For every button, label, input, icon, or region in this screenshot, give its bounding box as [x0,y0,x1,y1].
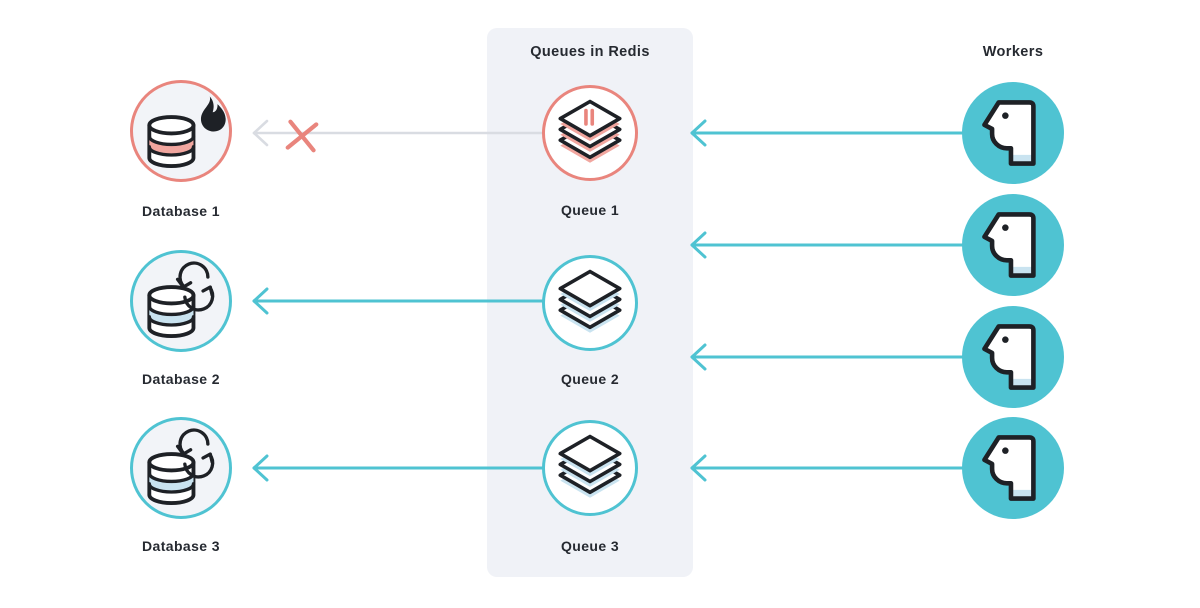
arrow-worker3-to-queues [690,343,964,371]
worker-4-node [962,417,1064,519]
database-fire-icon [147,96,226,168]
queue-3-label: Queue 3 [560,538,620,554]
worker-3-node [962,306,1064,408]
queue-1-label: Queue 1 [560,202,620,218]
sync-arrows-icon [175,261,215,312]
database-1-node [130,80,232,182]
worker-head-icon [982,324,1036,390]
worker-head-icon [982,435,1036,501]
arrow-queue1-to-db1-failed [252,119,545,153]
queue-2-label: Queue 2 [560,371,620,387]
queue-1-node [542,85,638,181]
database-2-node [130,250,232,352]
queues-panel-title: Queues in Redis [530,44,650,60]
sync-arrows-icon [175,428,215,479]
pause-icon [584,108,595,126]
database-sync-icon [147,428,215,505]
database-3-node [130,417,232,519]
worker-head-icon [982,212,1036,278]
arrow-worker2-to-queues [690,231,964,259]
worker-head-icon [982,100,1036,166]
workers-title: Workers [982,44,1044,60]
queue-layers-paused-icon [558,99,622,163]
worker-2-node [962,194,1064,296]
worker-1-node [962,82,1064,184]
arrow-queue2-to-db2 [252,287,544,315]
arrow-worker1-to-queues [690,119,964,147]
database-1-label: Database 1 [142,203,220,219]
database-3-label: Database 3 [142,538,220,554]
failed-x-icon [285,119,319,153]
queue-layers-icon [558,434,622,498]
arrow-queue3-to-db3 [252,454,544,482]
arrow-worker4-to-queues [690,454,964,482]
queue-2-node [542,255,638,351]
fire-icon [200,96,226,132]
queue-layers-icon [558,269,622,333]
queue-3-node [542,420,638,516]
database-2-label: Database 2 [142,371,220,387]
database-sync-icon [147,261,215,338]
